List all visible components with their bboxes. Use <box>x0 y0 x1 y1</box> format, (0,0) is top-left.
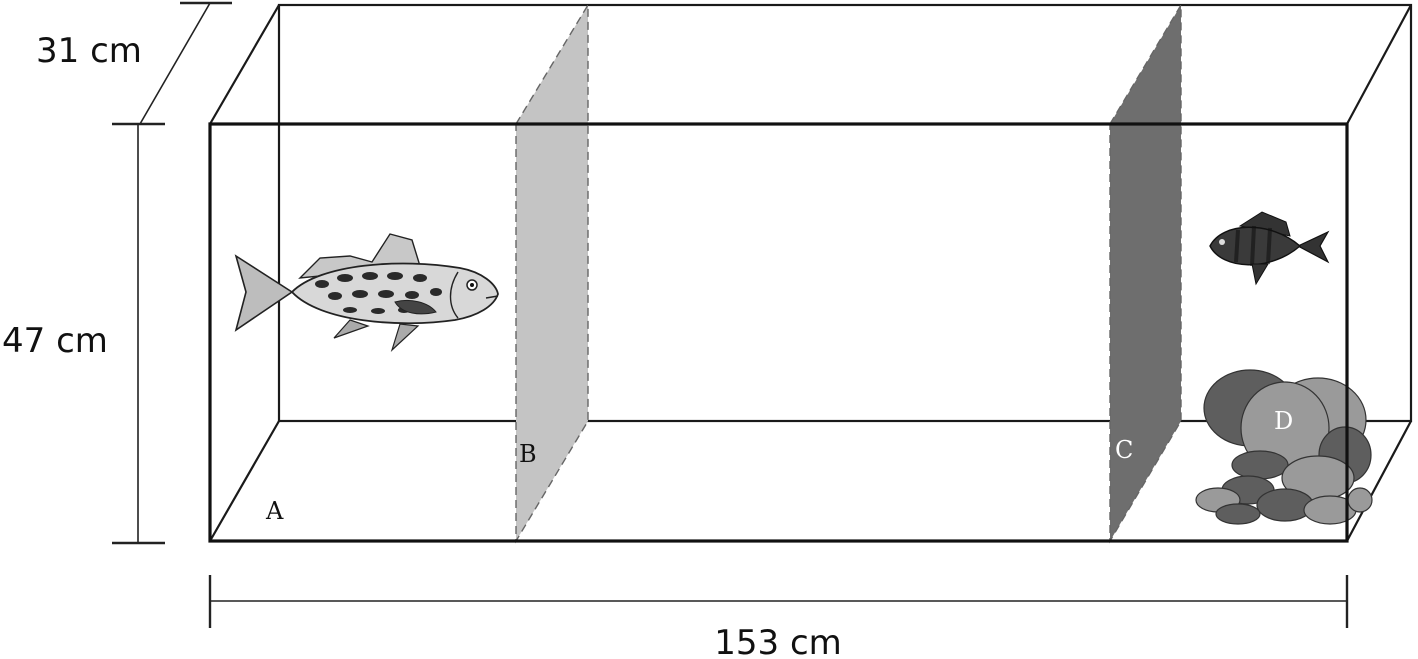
tank-back-face <box>277 3 1413 423</box>
length-dimension: 153 cm <box>208 575 1349 659</box>
height-dimension: 47 cm <box>2 124 165 545</box>
prey-fish <box>1209 211 1330 286</box>
rock-pile <box>1195 369 1373 525</box>
length-label: 153 cm <box>714 623 842 659</box>
partition-c <box>1109 2 1182 544</box>
tank-depth-edges <box>209 4 1412 542</box>
depth-dimension: 31 cm <box>36 1 232 126</box>
zone-label-a: A <box>265 497 284 525</box>
zone-label-c: C <box>1115 436 1133 464</box>
partition-b <box>515 2 589 544</box>
predator-fish <box>234 233 499 352</box>
tank-front-face <box>208 122 1349 543</box>
zone-label-d: D <box>1274 407 1293 435</box>
depth-label: 31 cm <box>36 31 142 71</box>
zone-label-b: B <box>519 440 537 468</box>
height-label: 47 cm <box>2 321 108 361</box>
